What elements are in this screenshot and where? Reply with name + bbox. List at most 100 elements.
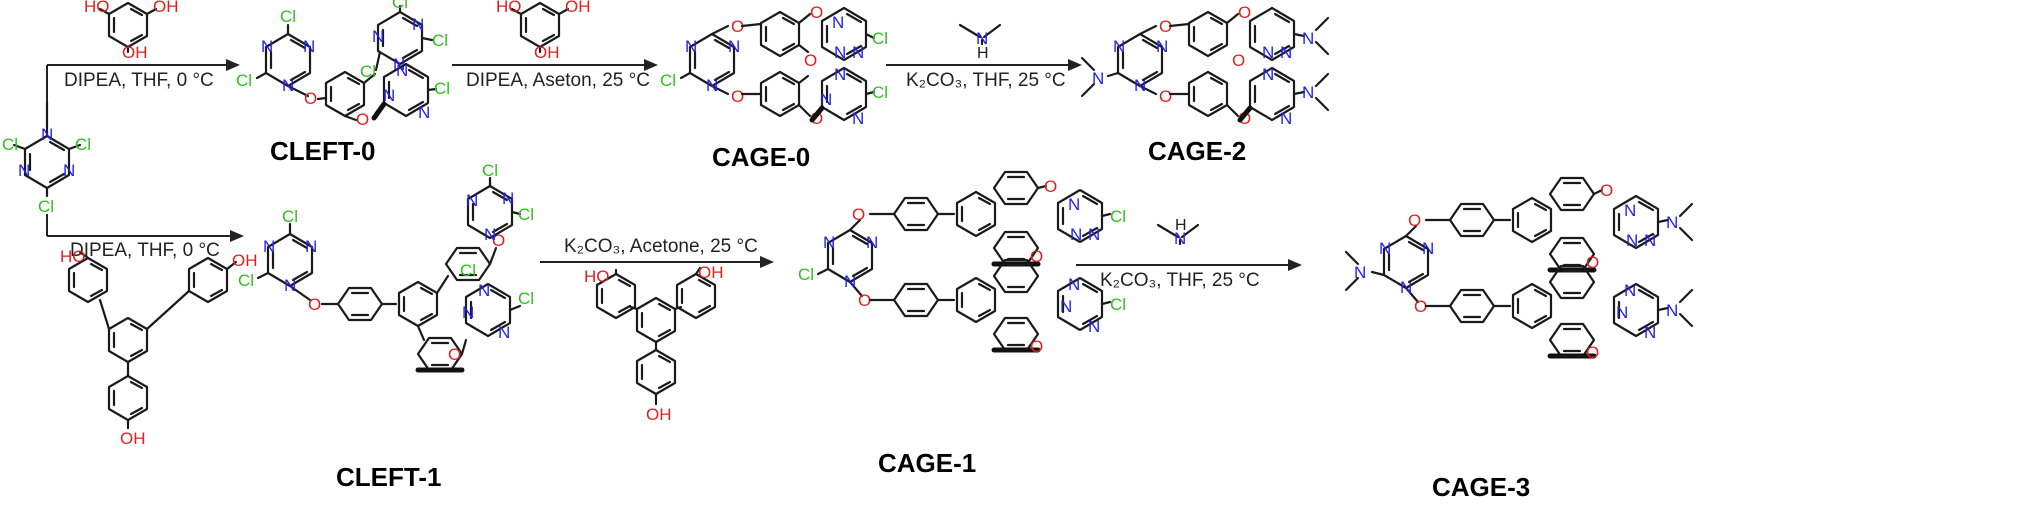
atom-n: N [1666, 213, 1678, 232]
atom-n: N [1088, 317, 1100, 336]
atom-n: N [396, 61, 408, 80]
atom-n: N [1624, 201, 1636, 220]
condition-step3-top: K₂CO₃, THF, 25 °C [906, 70, 1066, 91]
atom-n: N [1088, 225, 1100, 244]
atom-n: N [284, 276, 296, 295]
arrow-head [230, 230, 244, 242]
cage-3-structure: N N N N O O O O O N N N N N N [1344, 176, 1694, 362]
atom-o: O [1232, 51, 1245, 70]
atom-n: N [844, 272, 856, 291]
atom-o: O [1159, 17, 1172, 36]
label-cage-3: CAGE-3 [1432, 472, 1530, 502]
atom-cl: Cl [460, 261, 476, 280]
atom-n: N [63, 161, 75, 180]
label-cage-0: CAGE-0 [712, 142, 810, 172]
atom-o: O [1238, 3, 1251, 22]
condition-step2-top: DIPEA, Aseton, 25 °C [466, 70, 650, 91]
atom-cl: Cl [798, 265, 814, 284]
atom-o: O [1030, 247, 1043, 266]
atom-n: N [1060, 297, 1072, 316]
cleft-0-structure: N N N Cl Cl O O N N N Cl Cl Cl N N N Cl [236, 0, 450, 129]
arrow-step2-bottom [540, 256, 774, 268]
atom-n: N [466, 191, 478, 210]
cleft-1-structure: N N N Cl Cl O O N N N Cl Cl Cl N N N Cl … [238, 161, 534, 373]
cyanuric-chloride: N N N Cl Cl Cl [2, 100, 91, 216]
atom-o: O [1586, 253, 1599, 272]
atom-n: N [462, 303, 474, 322]
atom-n: N [1262, 43, 1274, 62]
atom-n: N [1070, 225, 1082, 244]
atom-n: N [852, 43, 864, 62]
atom-o: O [448, 345, 461, 364]
atom-o: O [1408, 211, 1421, 230]
atom-n: N [1400, 278, 1412, 297]
atom-n: N [1379, 239, 1391, 258]
atom-n: N [1068, 275, 1080, 294]
atom-oh: OH [565, 0, 591, 16]
atom-n: N [1624, 281, 1636, 300]
atom-n: N [1302, 29, 1314, 48]
atom-oh: OH [122, 43, 148, 62]
atom-o: O [1586, 343, 1599, 362]
atom-o: O [804, 51, 817, 70]
atom-cl: Cl [434, 79, 450, 98]
atom-cl: Cl [238, 271, 254, 290]
atom-n: N [1626, 231, 1638, 250]
atom-n: N [685, 37, 697, 56]
atom-n: N [1302, 83, 1314, 102]
atom-n: N [820, 90, 832, 109]
atom-cl: Cl [280, 7, 296, 26]
atom-n: N [1092, 69, 1104, 88]
atom-n: N [412, 15, 424, 34]
atom-n: N [1616, 303, 1628, 322]
atom-n: N [706, 76, 718, 95]
atom-oh: OH [153, 0, 179, 16]
atom-cl: Cl [75, 135, 91, 154]
atom-o: O [1414, 297, 1427, 316]
atom-h: H [1175, 217, 1187, 234]
atom-o: O [356, 110, 369, 129]
arrow-step3-top [886, 59, 1082, 71]
atom-o: O [731, 87, 744, 106]
triphenol-reagent-1: HO OH OH [60, 247, 258, 448]
atom-ho: HO [584, 267, 610, 286]
atom-cl: Cl [518, 289, 534, 308]
atom-cl: Cl [872, 29, 888, 48]
atom-n: N [418, 103, 430, 122]
atom-n: N [1262, 65, 1274, 84]
atom-n: N [41, 125, 53, 144]
atom-n: N [305, 237, 317, 256]
atom-cl: Cl [282, 207, 298, 226]
cage-0-structure: N N N Cl O O O O O N N N Cl N N N Cl [660, 3, 888, 128]
atom-n: N [832, 13, 844, 32]
atom-n: N [261, 37, 273, 56]
atom-h: H [977, 45, 989, 62]
atom-n: N [303, 37, 315, 56]
atom-n: N [866, 233, 878, 252]
atom-o: O [852, 205, 865, 224]
atom-n: N [1156, 37, 1168, 56]
cage-1-structure: N N N Cl O O O O O N N N Cl N N N Cl [798, 170, 1126, 356]
atom-oh: OH [646, 405, 672, 424]
atom-n: N [1644, 231, 1656, 250]
dimethylamine-reagent-1: N H [958, 23, 1002, 62]
atom-n: N [834, 43, 846, 62]
label-cage-2: CAGE-2 [1148, 136, 1246, 166]
atom-o: O [731, 17, 744, 36]
atom-n: N [834, 65, 846, 84]
atom-oh: OH [232, 251, 258, 270]
label-cleft-0: CLEFT-0 [270, 136, 375, 166]
atom-ho: HO [60, 247, 86, 266]
atom-o: O [1044, 177, 1057, 196]
atom-n: N [502, 189, 514, 208]
label-cleft-1: CLEFT-1 [336, 462, 441, 492]
atom-n: N [1134, 76, 1146, 95]
atom-cl: Cl [872, 83, 888, 102]
atom-cl: Cl [360, 62, 376, 81]
label-cage-1: CAGE-1 [878, 448, 976, 478]
atom-n: N [1068, 195, 1080, 214]
atom-n: N [383, 86, 395, 105]
atom-cl: Cl [2, 135, 18, 154]
atom-cl: Cl [392, 0, 408, 12]
